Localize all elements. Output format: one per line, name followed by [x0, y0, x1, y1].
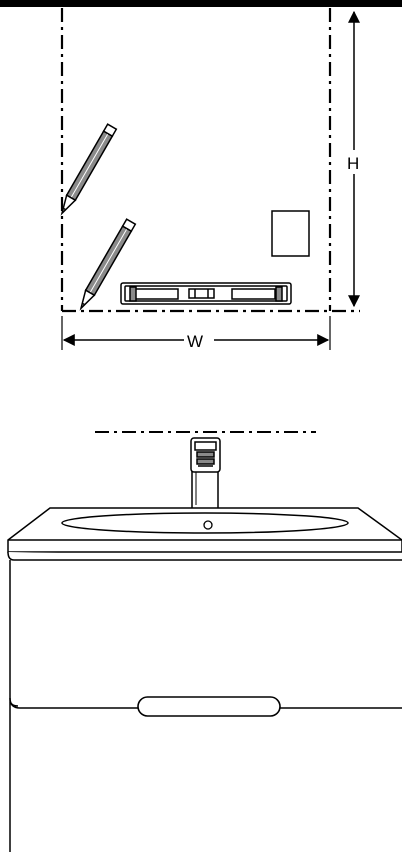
pencil-icon — [79, 218, 137, 311]
top-edge-bar — [0, 0, 402, 7]
wall-outline — [60, 8, 360, 313]
wall-box-icon — [271, 210, 310, 257]
cabinet-body — [9, 560, 402, 852]
faucet-icon — [190, 437, 221, 511]
width-label: W — [187, 332, 203, 351]
drain-icon — [203, 520, 213, 530]
drawer-handle — [137, 696, 281, 717]
height-label-bg — [343, 150, 365, 174]
spirit-level-icon — [120, 282, 292, 305]
width-extension-lines — [61, 316, 331, 350]
height-label: H — [347, 154, 359, 173]
width-label-bg — [184, 330, 214, 352]
pencil-icon — [60, 123, 118, 216]
